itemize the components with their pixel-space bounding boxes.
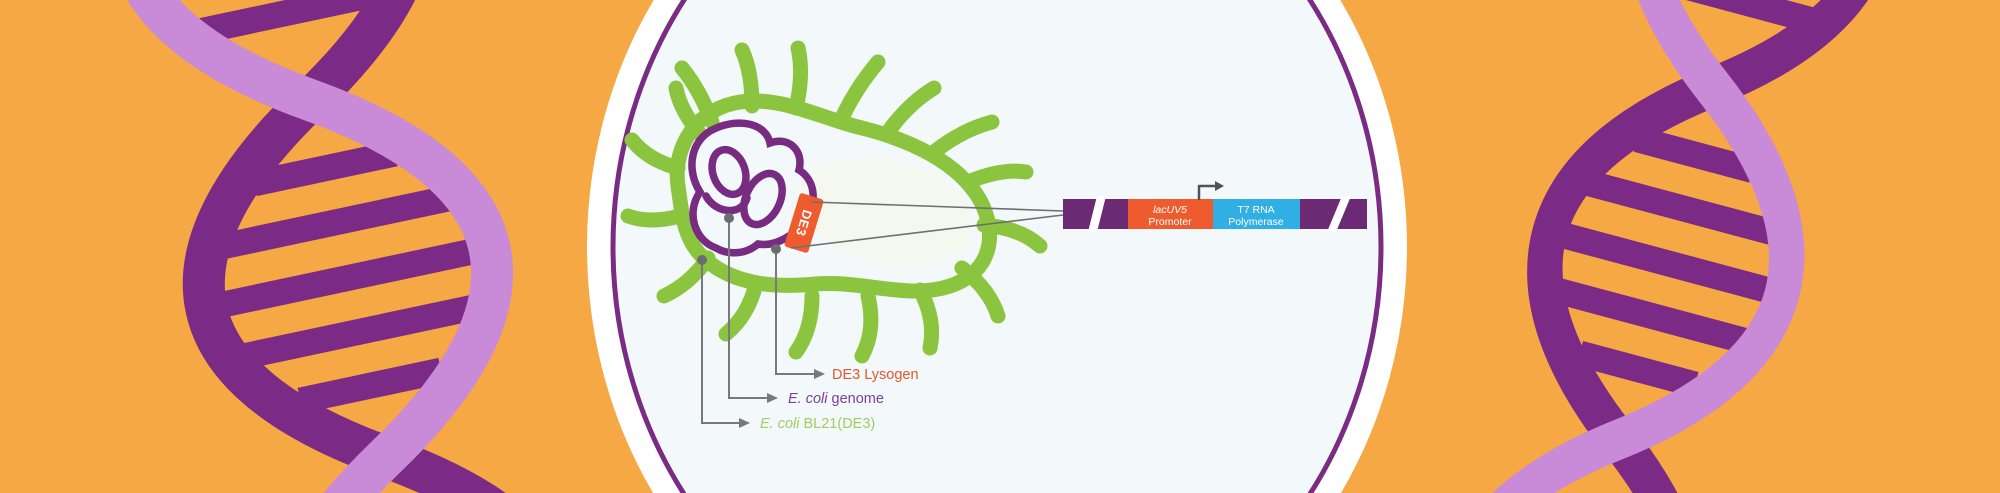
circle-purple-ring <box>610 0 1384 493</box>
leader-dot-strain <box>697 255 707 265</box>
construct-t7-rna-polymerase <box>1213 199 1300 229</box>
construct-lacuv5-promoter <box>1128 199 1213 229</box>
leader-dot-genome <box>724 213 734 223</box>
gene-construct: lacUV5 Promoter T7 RNA Polymerase <box>1063 181 1367 232</box>
flagella <box>620 40 1048 364</box>
leader-lines <box>697 213 825 428</box>
label-lacuv5: lacUV5 <box>1153 204 1187 216</box>
construct-break-slash-left <box>1088 196 1106 232</box>
circle-interior <box>613 0 1381 493</box>
genome-squiggle <box>688 119 817 257</box>
arrowhead <box>739 418 750 428</box>
de3-band-label: DE3 <box>793 208 815 238</box>
label-t7-rna: T7 RNA <box>1237 204 1274 216</box>
magnifier-circle <box>587 0 1407 493</box>
label-polymerase: Polymerase <box>1228 216 1284 228</box>
label-de3-lysogen: DE3 Lysogen <box>832 367 919 383</box>
de3-band: DE3 <box>784 193 824 253</box>
label-promoter: Promoter <box>1148 216 1192 228</box>
bacterium: DE3 <box>620 40 1048 364</box>
transcription-start-arrow <box>1197 181 1224 200</box>
leader-dot-lysogen <box>771 244 781 254</box>
arrowhead <box>814 369 825 379</box>
construct-break-slash-right <box>1327 196 1351 232</box>
cell-body <box>669 93 998 299</box>
arrowhead <box>767 393 778 403</box>
magnification-lines <box>790 201 1064 249</box>
cytoplasm-highlight <box>796 157 974 267</box>
